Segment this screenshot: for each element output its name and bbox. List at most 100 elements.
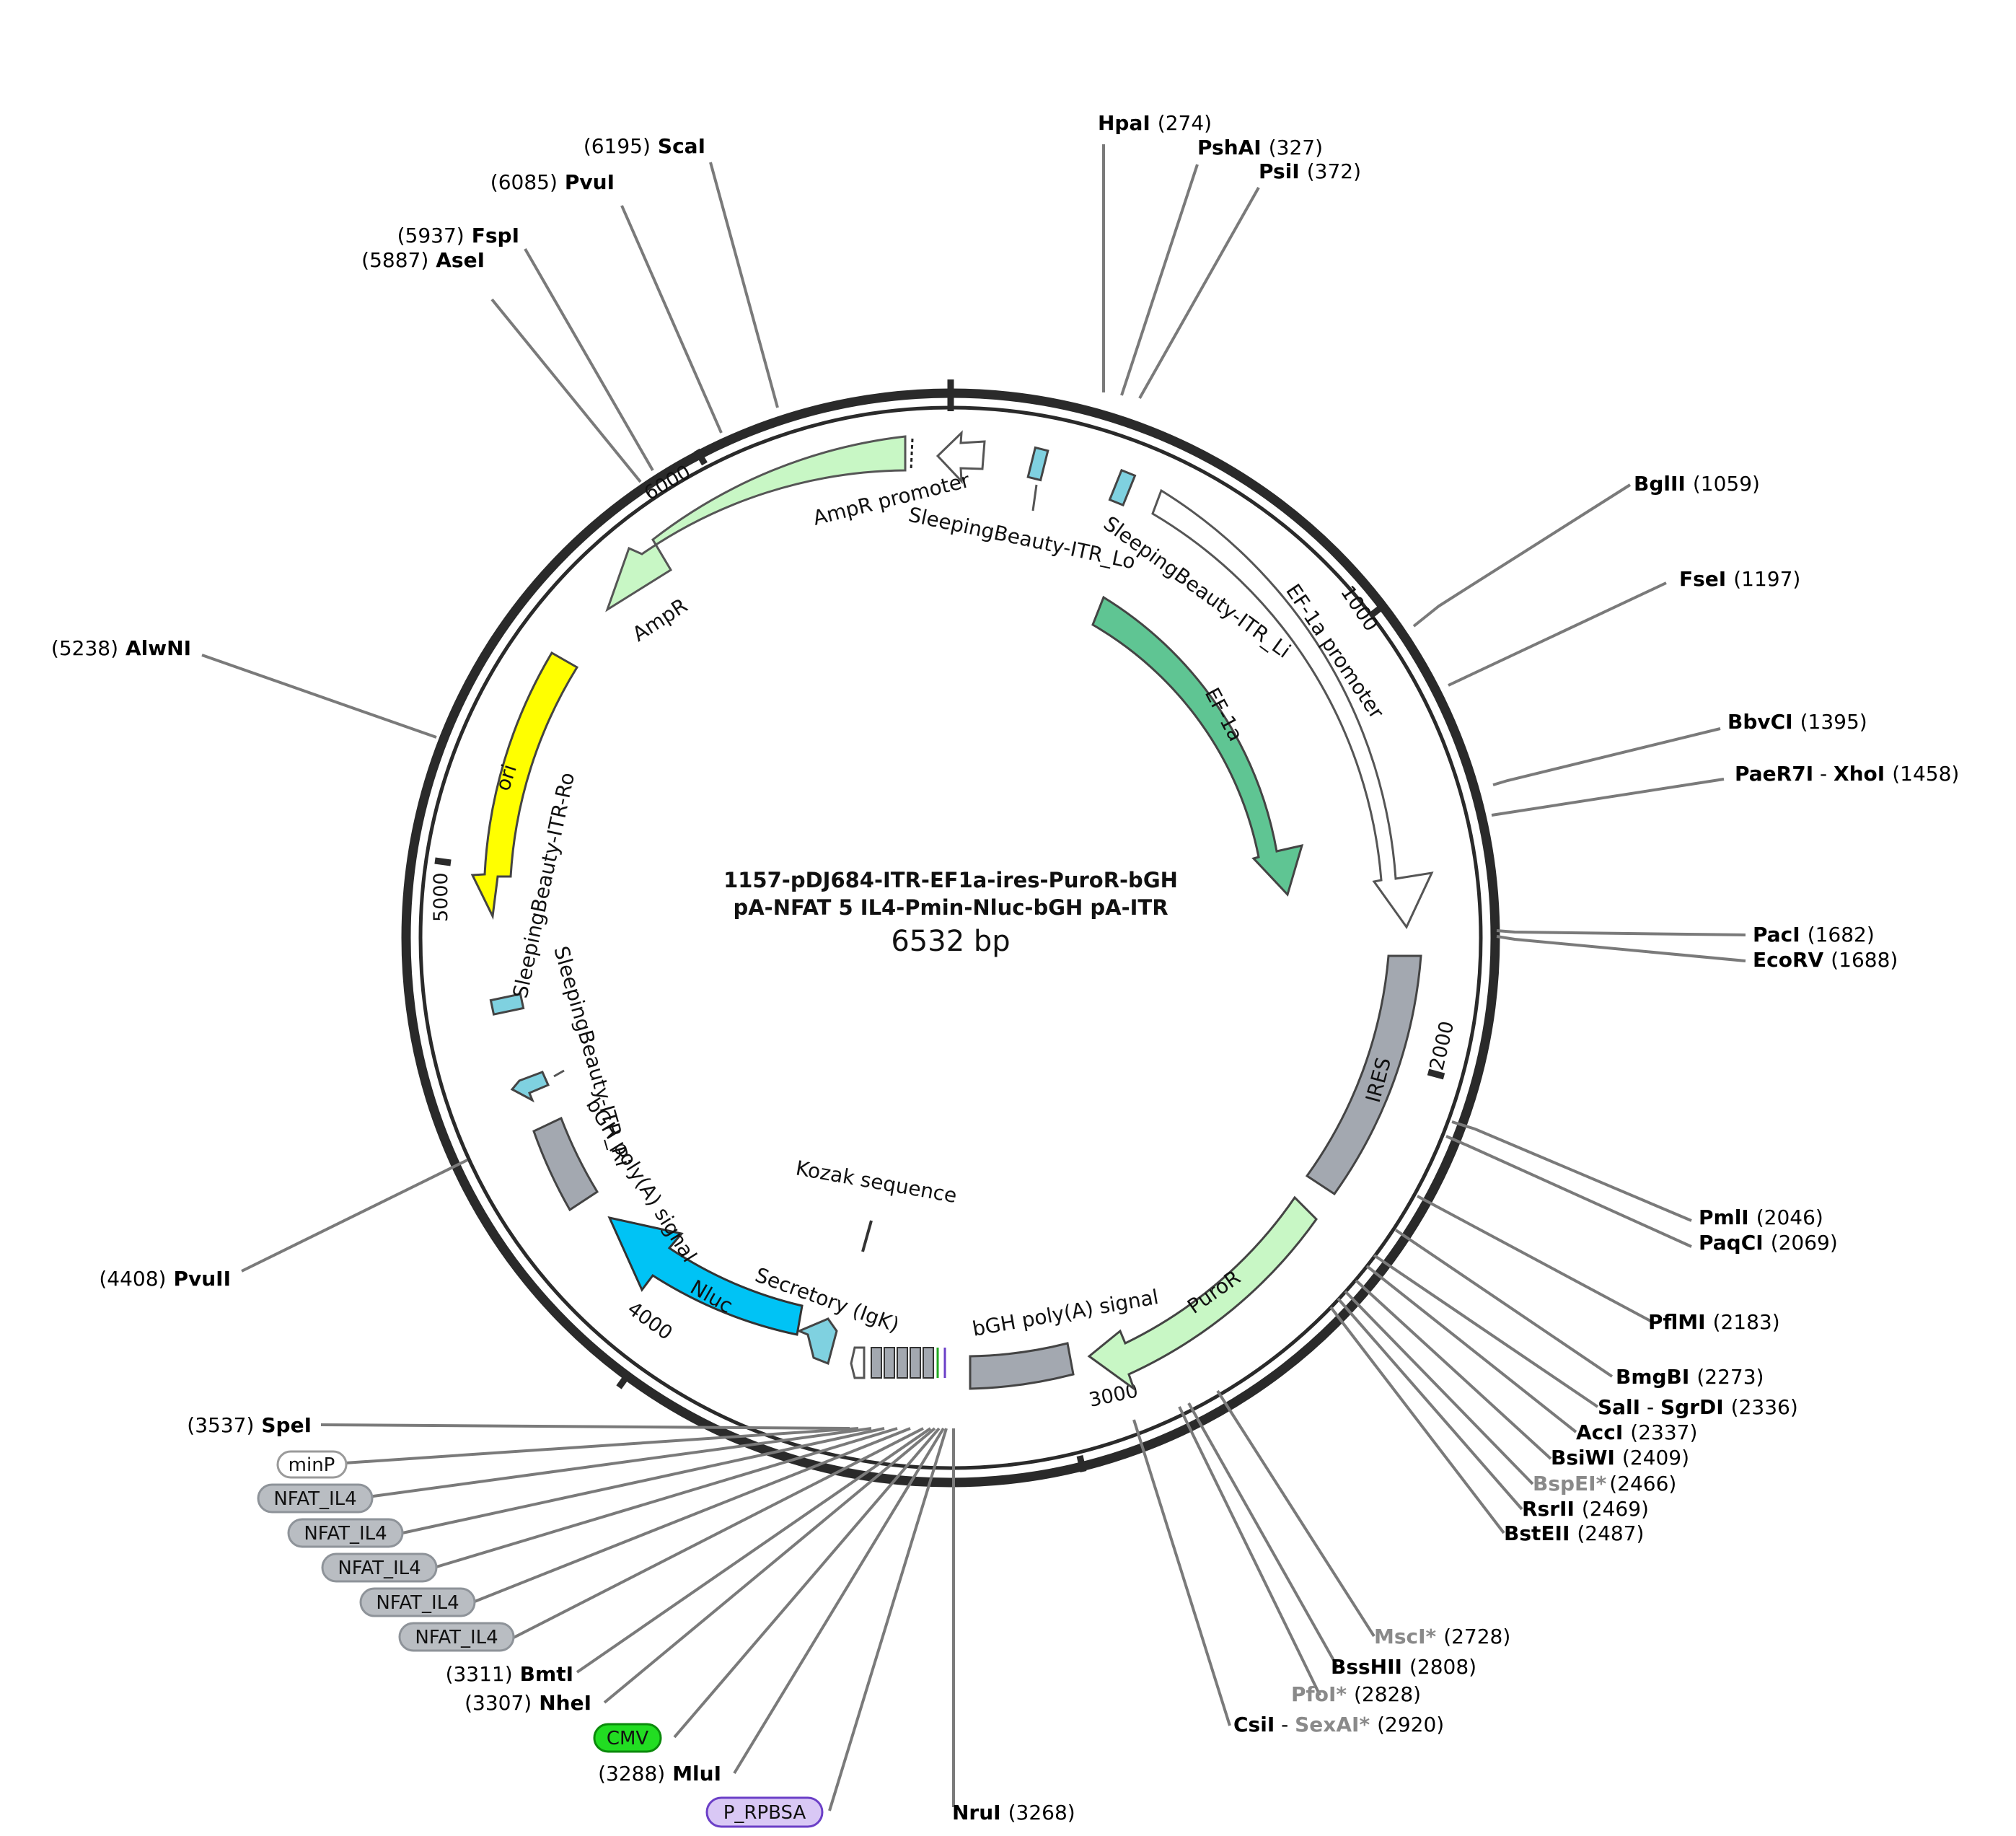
leader-msci: [1216, 1389, 1375, 1638]
minp-marker: [850, 1346, 866, 1379]
pill-cmv[interactable]: CMV: [593, 1723, 662, 1753]
leader-acci: [1365, 1265, 1577, 1433]
leader-nfat-2: [402, 1427, 885, 1534]
svg-text:P_RPBSA: P_RPBSA: [723, 1802, 806, 1824]
site-label-pmli[interactable]: PmlI(2046): [1699, 1205, 1823, 1229]
plasmid-title-line1: 1157-pDJ684-ITR-EF1a-ires-PuroR-bGH: [723, 868, 1178, 892]
svg-text:NFAT_IL4: NFAT_IL4: [273, 1488, 356, 1510]
feature-secretory-arrow[interactable]: [796, 1317, 838, 1366]
feature-nluc-arrow[interactable]: [607, 1216, 804, 1336]
svg-text:NFAT_IL4: NFAT_IL4: [376, 1592, 459, 1614]
leader-p-rpbsa: [828, 1428, 948, 1811]
site-label-alwni[interactable]: (5238)AlwNI: [51, 636, 191, 660]
leader-alwni: [201, 654, 437, 739]
pill-nfat-il4-3[interactable]: NFAT_IL4: [321, 1552, 438, 1583]
site-label-msci[interactable]: MscI*(2728): [1374, 1625, 1510, 1648]
svg-text:CMV: CMV: [607, 1728, 649, 1749]
site-label-pshai[interactable]: PshAI(327): [1197, 136, 1323, 159]
site-label-asei[interactable]: (5887)AseI: [361, 248, 485, 272]
feature-bgh-1-block[interactable]: [969, 1342, 1075, 1390]
leader-minp: [344, 1427, 859, 1464]
site-label-hpai[interactable]: HpaI(274): [1098, 111, 1212, 135]
site-label-rsrii[interactable]: RsrII(2469): [1522, 1497, 1649, 1521]
svg-text:NFAT_IL4: NFAT_IL4: [415, 1627, 498, 1648]
site-label-bsshii[interactable]: BssHII(2808): [1331, 1655, 1476, 1679]
leader-bbvci: [1492, 727, 1721, 786]
kozak-leader: [861, 1220, 873, 1252]
site-label-nhei[interactable]: (3307)NheI: [465, 1691, 591, 1715]
leader-pvuii: [241, 1159, 468, 1273]
pill-nfat-il4-5[interactable]: NFAT_IL4: [398, 1622, 515, 1652]
leader-pfoi: [1178, 1406, 1321, 1696]
site-label-paci[interactable]: PacI(1682): [1753, 923, 1875, 946]
leader-csii: [1132, 1419, 1231, 1726]
leader-paqci: [1445, 1135, 1692, 1248]
feature-label-bgh-1: bGH poly(A) signal: [970, 1285, 1160, 1341]
site-label-fsei[interactable]: FseI(1197): [1679, 567, 1800, 591]
site-label-mlui[interactable]: (3288)MluI: [598, 1762, 721, 1786]
site-label-scai[interactable]: (6195)ScaI: [584, 134, 705, 158]
feature-ori-arrow[interactable]: [470, 651, 579, 921]
leader-nfat-1: [367, 1427, 872, 1498]
site-label-pfoi[interactable]: PfoI*(2828): [1291, 1682, 1421, 1706]
feature-puror-arrow[interactable]: [1087, 1195, 1318, 1392]
site-label-pvui[interactable]: (6085)PvuI: [490, 170, 615, 194]
leader-scai: [709, 162, 779, 408]
leader-bsshii: [1187, 1402, 1339, 1669]
site-label-psii[interactable]: PsiI(372): [1259, 159, 1361, 183]
site-label-fspi[interactable]: (5937)FspI: [397, 224, 519, 247]
site-label-acci[interactable]: AccI(2337): [1576, 1420, 1697, 1444]
tick-label-5000: 5000: [430, 872, 452, 922]
leader-sali: [1373, 1254, 1599, 1408]
svg-text:NFAT_IL4: NFAT_IL4: [338, 1558, 421, 1579]
site-label-paer7i-xhoi[interactable]: PaeR7I - XhoI(1458): [1735, 762, 1959, 786]
site-label-bbvci[interactable]: BbvCI(1395): [1727, 710, 1867, 734]
leader-fsei: [1448, 581, 1667, 687]
feature-ef1a-arrow[interactable]: [1091, 595, 1304, 897]
feature-sb-itr-ri-arrow[interactable]: [510, 1071, 550, 1103]
leader-bmgbi: [1394, 1229, 1614, 1378]
feature-label-sb-itr-lo: SleepingBeauty-ITR_Lo: [907, 503, 1137, 574]
feature-ampr-promoter-arrow[interactable]: [936, 430, 986, 485]
leader-paer7i: [1491, 778, 1725, 817]
svg-text:NFAT_IL4: NFAT_IL4: [304, 1523, 387, 1545]
site-label-csii-sexai[interactable]: CsiI - SexAI*(2920): [1233, 1713, 1444, 1736]
site-label-pvuii[interactable]: (4408)PvuII: [99, 1267, 231, 1291]
leader-pmli: [1451, 1120, 1692, 1222]
pill-nfat-il4-1[interactable]: NFAT_IL4: [257, 1483, 374, 1514]
feature-sb-itr-lo-box[interactable]: [1026, 446, 1049, 482]
svg-text:minP: minP: [289, 1454, 335, 1476]
feature-ires-block[interactable]: [1305, 954, 1422, 1196]
site-label-sali-sgrdi[interactable]: SalI - SgrDI(2336): [1598, 1395, 1798, 1419]
site-label-bmgbi[interactable]: BmgBI(2273): [1616, 1365, 1764, 1389]
tick-label-4000: 4000: [623, 1298, 677, 1345]
site-label-ecorv[interactable]: EcoRV(1688): [1753, 948, 1898, 972]
sb-itr-ri-leader: [553, 1069, 565, 1078]
feature-ef1a-promoter-arrow[interactable]: [1151, 488, 1434, 929]
feature-ampr-arrow[interactable]: [605, 435, 907, 612]
feature-bgh-2-block[interactable]: [532, 1116, 599, 1212]
site-label-spei[interactable]: (3537)SpeI: [187, 1413, 312, 1437]
pill-nfat-il4-2[interactable]: NFAT_IL4: [287, 1518, 404, 1548]
leader-pshai: [1120, 164, 1199, 396]
site-label-bglii[interactable]: BglII(1059): [1634, 472, 1760, 496]
leader-nhei: [603, 1427, 936, 1704]
site-label-bmti[interactable]: (3311)BmtI: [446, 1662, 573, 1686]
site-label-bspei[interactable]: BspEI*(2466): [1533, 1472, 1676, 1495]
leader-asei: [490, 298, 642, 483]
site-label-paqci[interactable]: PaqCI(2069): [1699, 1231, 1838, 1255]
pill-minp[interactable]: minP: [276, 1450, 348, 1479]
leader-cmv: [673, 1427, 941, 1739]
site-label-bsteii[interactable]: BstEII(2487): [1504, 1521, 1644, 1545]
site-label-drui[interactable]: NruI(3268): [952, 1801, 1075, 1824]
pill-nfat-il4-4[interactable]: NFAT_IL4: [359, 1587, 476, 1617]
pill-p-rpbsa[interactable]: P_RPBSA: [705, 1796, 824, 1828]
leader-psii: [1138, 187, 1260, 399]
site-label-bsiwi[interactable]: BsiWI(2409): [1551, 1446, 1689, 1470]
leader-ecorv: [1496, 935, 1746, 962]
sb-itr-lo-leader: [1031, 484, 1038, 511]
feature-sb-itr-ro-box[interactable]: [489, 993, 525, 1016]
feature-sb-itr-li-box[interactable]: [1108, 468, 1137, 507]
site-label-pflmi[interactable]: PflMI(2183): [1648, 1310, 1780, 1334]
